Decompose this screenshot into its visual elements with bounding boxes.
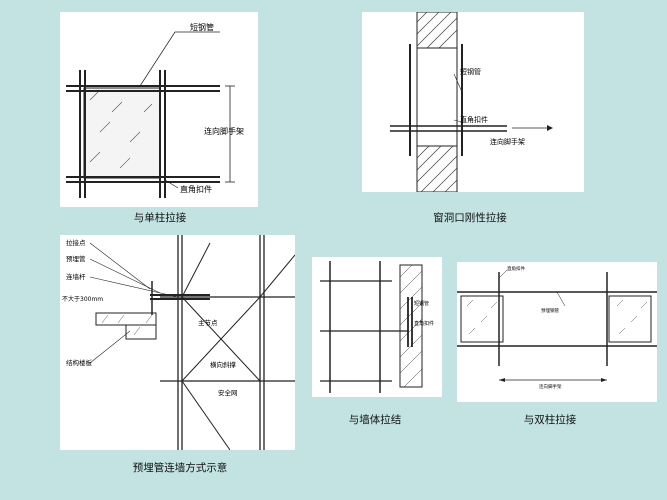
single-column-tie-drawing: 短钢管 连向脚手架 直角扣件	[66, 22, 244, 198]
diagram-window-tie: 短钢管 直角扣件 连向脚手架	[362, 12, 584, 192]
scaffold-label: 连向脚手架	[539, 383, 562, 390]
scaffold-label: 连向脚手架	[490, 137, 525, 146]
diagram-wall-tie: 短钢管 直角扣件	[312, 257, 442, 397]
caption-window: 窗洞口刚性拉接	[433, 212, 507, 224]
pipe-label: 预埋钢管	[541, 307, 559, 314]
tie-point-label: 拉接点	[66, 238, 86, 247]
diagram-embedded-pipe: 拉接点 预埋管 连墙杆 不大于300mm 结构楼板 主节点 横向斜撑 安全网	[60, 235, 295, 450]
safety-net-label: 安全网	[218, 388, 238, 397]
main-node-label: 主节点	[198, 318, 218, 327]
max-distance-label: 不大于300mm	[62, 295, 103, 303]
cross-brace-label: 横向斜撑	[210, 360, 237, 369]
diagram-single-column-tie: 短钢管 连向脚手架 直角扣件	[60, 12, 258, 207]
double-column-tie-drawing: 直角扣件 预埋钢管 连向脚手架	[457, 265, 657, 390]
caption-wall-tie: 与墙体拉结	[348, 414, 402, 426]
wall-rod-label: 连墙杆	[66, 272, 86, 281]
caption-double-column: 与双柱拉接	[523, 414, 577, 426]
short-pipe-label: 短钢管	[414, 300, 429, 307]
coupler-label: 直角扣件	[414, 320, 434, 327]
coupler-label: 直角扣件	[507, 265, 525, 272]
short-pipe-label: 短钢管	[460, 67, 481, 76]
coupler-label: 直角扣件	[460, 115, 488, 124]
coupler-label: 直角扣件	[180, 184, 212, 194]
wall-tie-drawing: 短钢管 直角扣件	[320, 261, 434, 393]
embedded-pipe-drawing: 拉接点 预埋管 连墙杆 不大于300mm 结构楼板 主节点 横向斜撑 安全网	[62, 235, 295, 450]
short-pipe-label: 短钢管	[190, 22, 214, 32]
scaffold-label: 连向脚手架	[204, 126, 244, 136]
caption-embedded-pipe: 预埋管连墙方式示意	[132, 462, 228, 474]
caption-single-column: 与单柱拉接	[133, 212, 187, 224]
diagram-double-column-tie: 直角扣件 预埋钢管 连向脚手架	[457, 262, 657, 402]
structure-slab-label: 结构楼板	[66, 358, 93, 367]
embedded-pipe-label: 预埋管	[66, 254, 86, 263]
window-tie-drawing: 短钢管 直角扣件 连向脚手架	[390, 12, 553, 192]
